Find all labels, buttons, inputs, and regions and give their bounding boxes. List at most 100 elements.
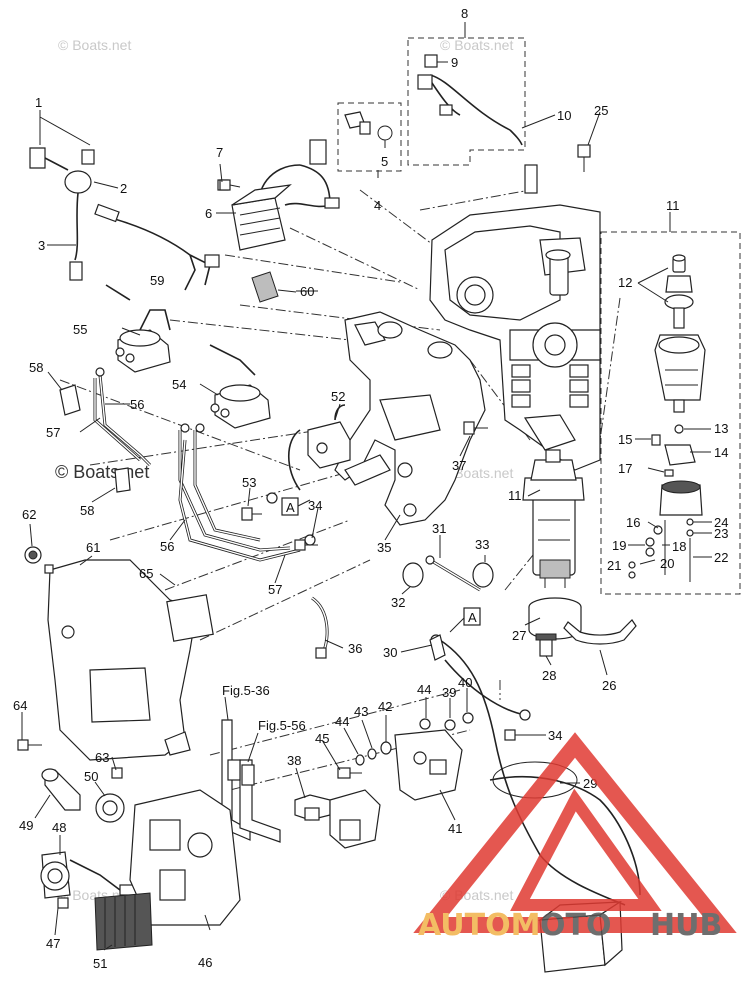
part-number: 48 (52, 820, 66, 835)
part-number: 39 (442, 685, 456, 700)
box-label-a: A (286, 500, 295, 515)
part-number: 3 (38, 238, 45, 253)
part-number: 25 (594, 103, 608, 118)
part-number: 8 (461, 6, 468, 21)
part-number: 53 (242, 475, 256, 490)
fig-ref: Fig.5-56 (258, 718, 306, 733)
reference-labels: Fig.5-36 Fig.5-56 (222, 683, 306, 733)
part-number: 10 (557, 108, 571, 123)
part-number: 24 (714, 515, 728, 530)
part-number: 17 (618, 461, 632, 476)
part-number: 65 (139, 566, 153, 581)
part-number: 44 (335, 714, 349, 729)
watermark: © Boats.net (55, 462, 149, 482)
part-number: 57 (46, 425, 60, 440)
part-number: 21 (607, 558, 621, 573)
part-number: 49 (19, 818, 33, 833)
part-number: 58 (29, 360, 43, 375)
box-labels: A A (281, 497, 481, 633)
part-number: 9 (451, 55, 458, 70)
part-number: 20 (660, 556, 674, 571)
part-number: 61 (86, 540, 100, 555)
small-sensors (344, 54, 523, 146)
fig-ref: Fig.5-36 (222, 683, 270, 698)
engine-block (429, 164, 601, 471)
part-number: 54 (172, 377, 186, 392)
part-number: 51 (93, 956, 107, 971)
part-number: 36 (348, 641, 362, 656)
part-number: 59 (150, 273, 164, 288)
part-number: 5 (381, 154, 388, 169)
part-number: 52 (331, 389, 345, 404)
part-number: 44 (417, 682, 431, 697)
starter-motor (522, 449, 585, 588)
logo-word-right: HUB (650, 908, 722, 943)
part-number: 4 (374, 198, 381, 213)
part-number: 32 (391, 595, 405, 610)
part-number: 15 (618, 432, 632, 447)
part-number: 50 (84, 769, 98, 784)
harness-left (94, 139, 340, 303)
part-number: 62 (22, 507, 36, 522)
bottom-left-parts (17, 739, 241, 951)
part-number: 18 (672, 539, 686, 554)
part-number: 11 (666, 198, 680, 213)
part-number: 47 (46, 936, 60, 951)
part-number: 58 (80, 503, 94, 518)
part-number: 57 (268, 582, 282, 597)
box-label-a: A (468, 610, 477, 625)
bolts (219, 144, 591, 741)
part-number: 33 (475, 537, 489, 552)
logo-word-mid: OTO (540, 908, 611, 943)
assembly-lines (59, 189, 621, 791)
part-number: 56 (160, 539, 174, 554)
part-number: 16 (626, 515, 640, 530)
logo-word-left: AUTOM (418, 908, 540, 943)
part-number: 35 (377, 540, 391, 555)
group-boxes (337, 37, 741, 595)
starter-exploded (628, 254, 706, 582)
part-number: 45 (315, 731, 329, 746)
part-number: 23 (714, 526, 728, 541)
part-number: 19 (612, 538, 626, 553)
part-number: 6 (205, 206, 212, 221)
part-number: 34 (548, 728, 562, 743)
lower-parts (294, 712, 474, 849)
part-number: 27 (512, 628, 526, 643)
part-number: 12 (618, 275, 632, 290)
part-number: 42 (378, 699, 392, 714)
logo-triangle (413, 732, 737, 933)
bracket (334, 311, 486, 526)
part-number: 56 (130, 397, 144, 412)
part-number: 22 (714, 550, 728, 565)
part-number: 64 (13, 698, 27, 713)
leader-lines (21, 22, 712, 951)
part-number: 11 (508, 488, 522, 503)
part-number: 63 (95, 750, 109, 765)
part-number: 2 (120, 181, 127, 196)
starter-bands (528, 597, 637, 657)
part-number: 55 (73, 322, 87, 337)
grommets-link (402, 555, 494, 661)
part-number: 34 (308, 498, 322, 513)
clamp (311, 596, 329, 659)
part-number: 37 (452, 458, 466, 473)
part-number: 30 (383, 645, 397, 660)
watermark: © Boats.net (58, 37, 131, 53)
part-number: 1 (35, 95, 42, 110)
part-number: 40 (458, 675, 472, 690)
part-number: 43 (354, 704, 368, 719)
brand-logo: AUTOM OTO HUB (413, 732, 737, 943)
solenoids (105, 284, 351, 491)
part-number: 38 (287, 753, 301, 768)
logo-triangle-inner (510, 788, 662, 911)
cover (24, 546, 214, 761)
cables (59, 367, 316, 562)
part-number: 26 (602, 678, 616, 693)
part-number: 14 (714, 445, 728, 460)
part-number: 7 (216, 145, 223, 160)
part-number: 28 (542, 668, 556, 683)
watermark: © Boats.net (440, 37, 513, 53)
part-number: 31 (432, 521, 446, 536)
